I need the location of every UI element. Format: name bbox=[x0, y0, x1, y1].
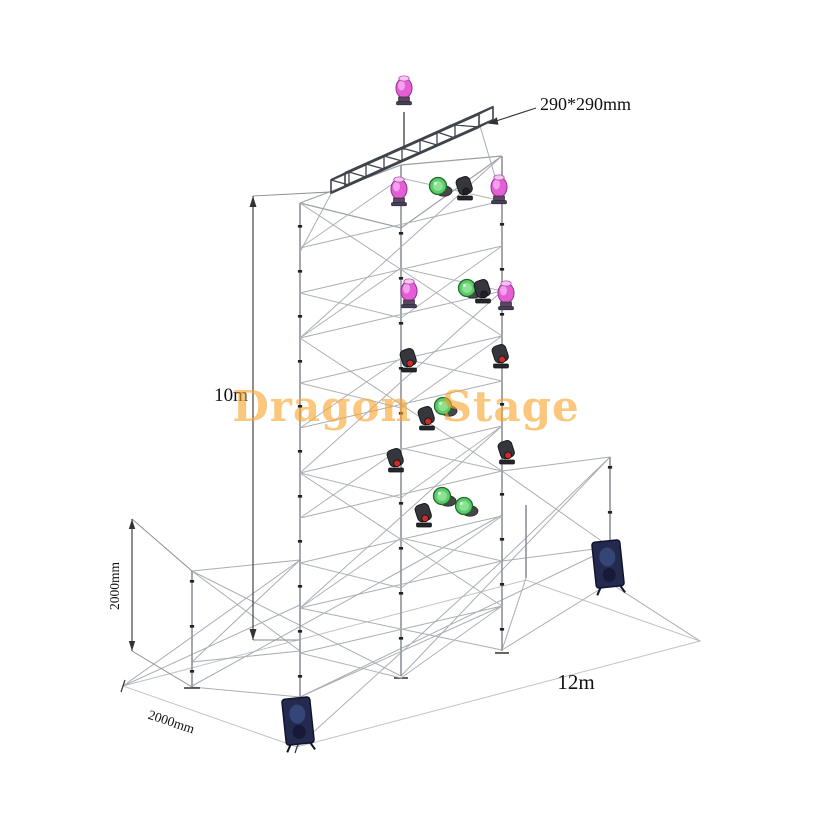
ground-width-label: 12m bbox=[557, 670, 594, 694]
base-height-label: 2000mm bbox=[107, 562, 122, 611]
dimension-lines bbox=[131, 107, 537, 651]
extension-lines bbox=[131, 191, 331, 688]
moving-head-light-pink bbox=[400, 278, 418, 309]
moving-head-light-dark bbox=[497, 440, 515, 465]
moving-head-light-pink bbox=[497, 280, 515, 311]
moving-head-light-pink bbox=[490, 174, 508, 205]
tower-height-label: 10m bbox=[214, 385, 248, 406]
beam-size-label: 290*290mm bbox=[540, 94, 631, 114]
moving-head-light-dark bbox=[399, 348, 417, 373]
par-light-green bbox=[433, 396, 458, 417]
truss-tower bbox=[189, 112, 613, 698]
moving-head-light-dark bbox=[417, 406, 435, 431]
ground-plane-lines bbox=[121, 579, 702, 748]
speaker-box bbox=[591, 539, 626, 596]
par-light-green bbox=[457, 278, 482, 299]
watermark-text: Dragon Stage bbox=[232, 382, 579, 431]
moving-head-light-dark bbox=[455, 176, 473, 201]
base-scaffold bbox=[122, 456, 701, 748]
par-light-green bbox=[454, 496, 479, 517]
tower-front-ledgers bbox=[299, 245, 503, 679]
moving-head-light-pink bbox=[395, 75, 413, 106]
tower-diagonal-braces bbox=[299, 155, 503, 698]
moving-head-light-dark bbox=[386, 448, 404, 473]
base-depth-label: 2000mm bbox=[146, 707, 197, 737]
speaker-box bbox=[281, 696, 316, 753]
top-truss-beam bbox=[330, 105, 494, 195]
beam-ends bbox=[330, 105, 494, 195]
moving-head-light-pink bbox=[390, 176, 408, 207]
par-light-green bbox=[428, 176, 453, 197]
moving-head-light-dark bbox=[491, 344, 509, 369]
moving-head-light-dark bbox=[473, 279, 491, 304]
stage-lights bbox=[386, 75, 515, 528]
moving-head-light-dark bbox=[414, 503, 432, 528]
beam-lattice bbox=[330, 117, 480, 186]
dimension-arrowheads bbox=[128, 117, 499, 651]
speakers bbox=[281, 539, 626, 753]
par-light-green bbox=[432, 486, 457, 507]
